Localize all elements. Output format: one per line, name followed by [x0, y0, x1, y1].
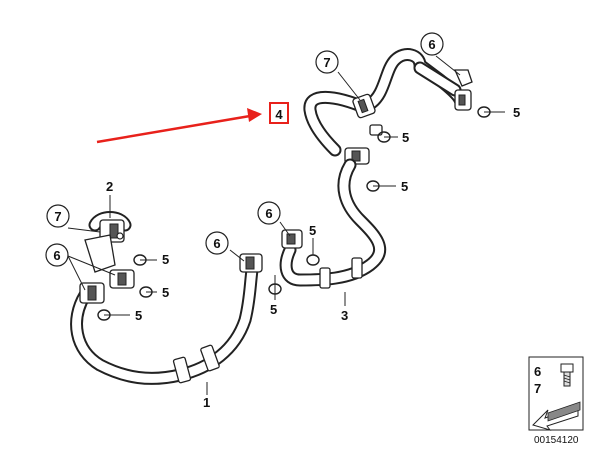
svg-text:6: 6 [265, 206, 272, 221]
red-pointer-arrow [96, 108, 262, 144]
direction-arrow-icon [532, 401, 581, 431]
catalog-number: 00154120 [534, 435, 579, 446]
callout-5-d: 5 [309, 223, 316, 238]
callout-5-g: 5 [162, 285, 169, 300]
legend-box: 6 7 00154120 [528, 356, 584, 446]
legend-item-7: 7 [534, 381, 541, 396]
callout-6-left: 6 [45, 243, 69, 267]
svg-text:6: 6 [428, 37, 435, 52]
callout-5-a: 5 [513, 105, 520, 120]
legend-item-6: 6 [534, 364, 541, 379]
callout-3-label: 3 [341, 308, 348, 323]
svg-text:7: 7 [323, 55, 330, 70]
hose-4[interactable] [303, 48, 473, 165]
callout-5-b: 5 [402, 130, 409, 145]
hose-3[interactable] [279, 158, 387, 289]
callout-4-label: 4 [275, 107, 283, 122]
leader-lines [67, 55, 505, 395]
callout-5-c: 5 [401, 179, 408, 194]
svg-text:6: 6 [213, 236, 220, 251]
callout-2-label: 2 [106, 179, 113, 194]
callout-5-h: 5 [135, 308, 142, 323]
callout-1-label: 1 [203, 395, 210, 410]
callout-7-top: 7 [315, 50, 339, 74]
callout-6-mid: 6 [257, 201, 281, 225]
hose-1[interactable] [70, 253, 263, 385]
callout-6-center: 6 [205, 231, 229, 255]
bolt-icon [560, 363, 574, 387]
callout-5-e: 5 [270, 302, 277, 317]
o-rings [97, 106, 491, 321]
svg-text:6: 6 [53, 248, 60, 263]
svg-text:7: 7 [54, 209, 61, 224]
callout-5-f: 5 [162, 252, 169, 267]
callout-6-top-right: 6 [420, 32, 444, 56]
callout-4-highlight-box [269, 102, 289, 124]
callout-7-left: 7 [46, 204, 70, 228]
